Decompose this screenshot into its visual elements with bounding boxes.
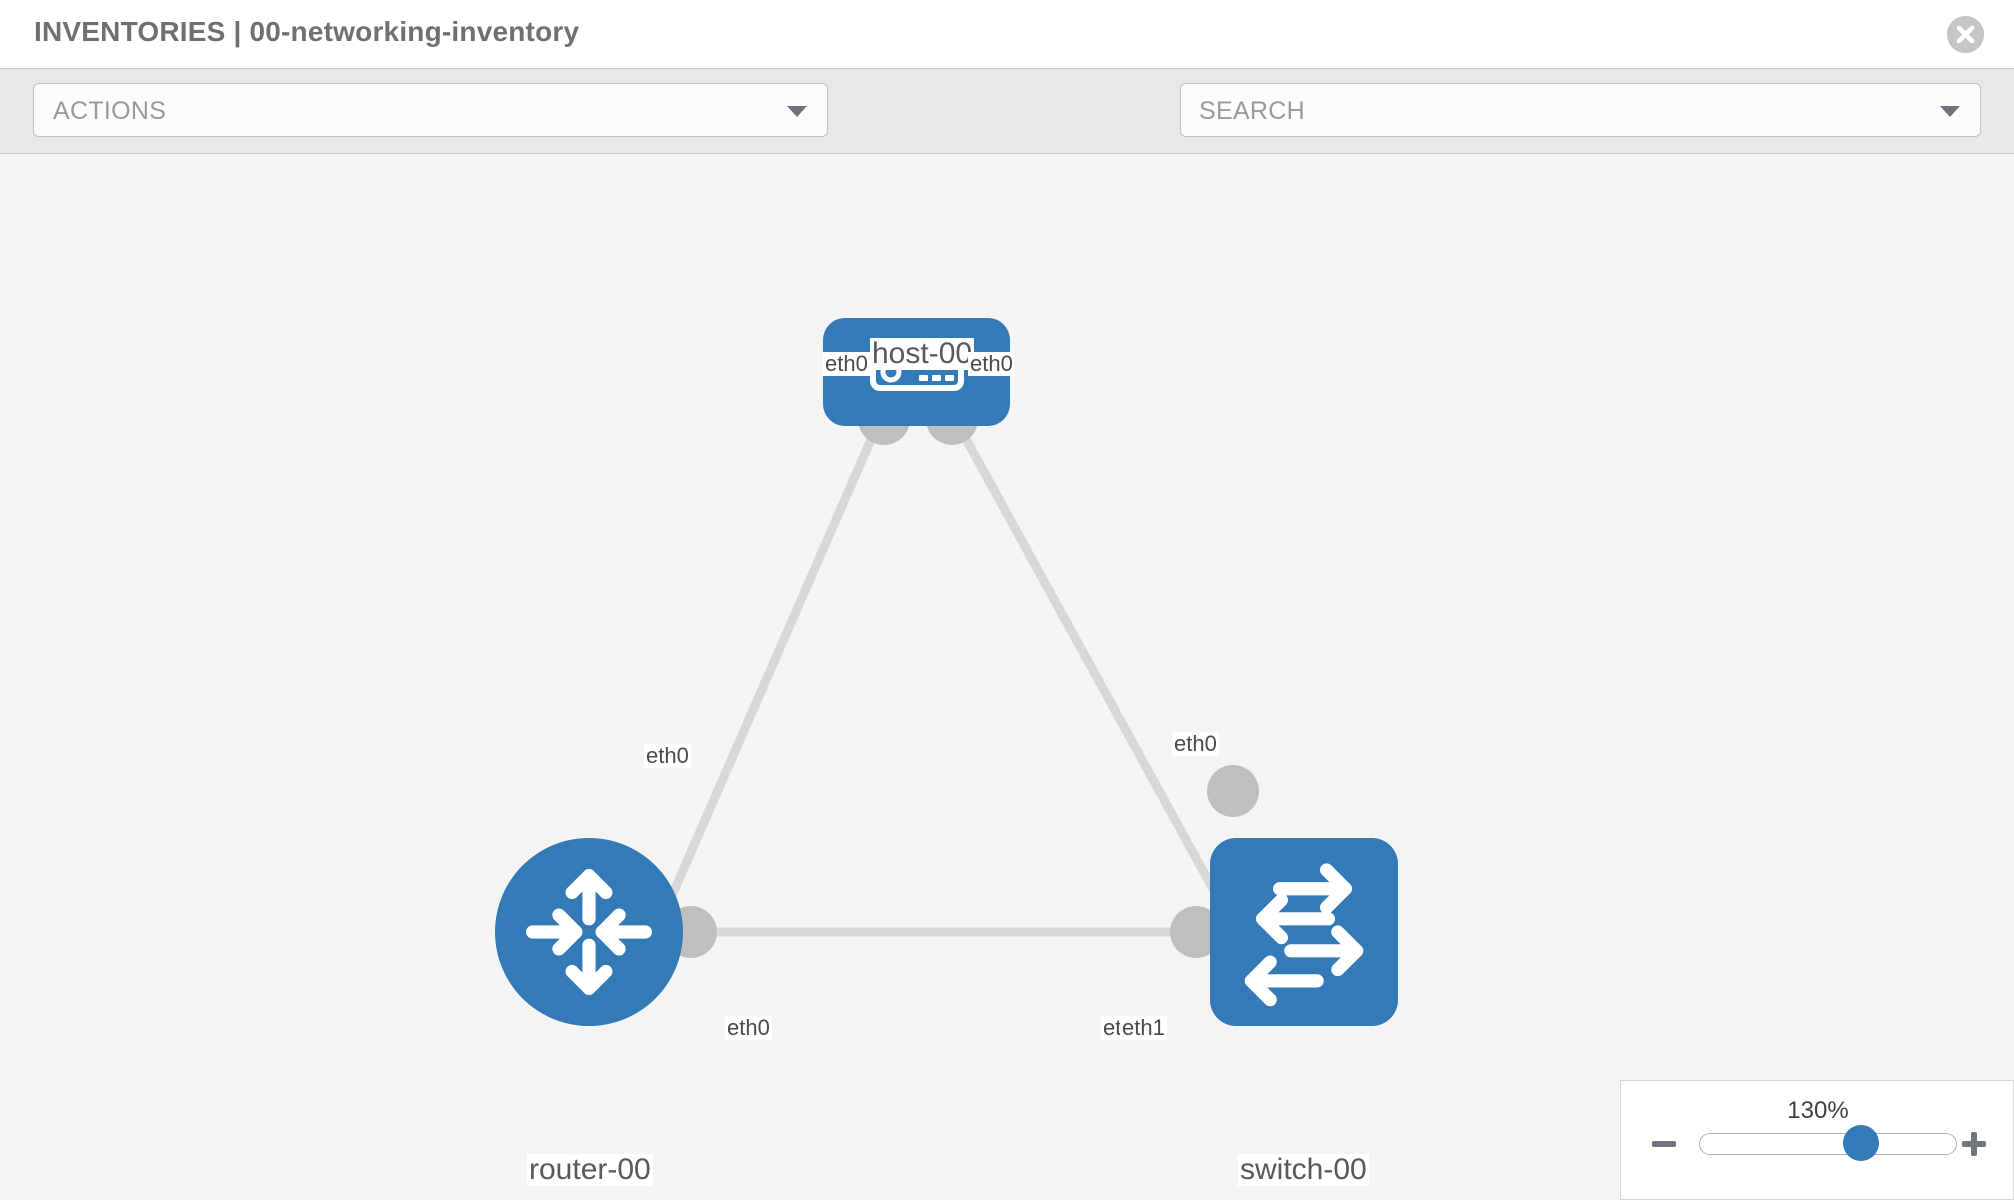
interface-label-host-right: eth0 (968, 351, 1015, 377)
actions-dropdown-label: ACTIONS (53, 97, 167, 125)
zoom-in-button[interactable] (1959, 1129, 1989, 1159)
topology-links (659, 393, 1259, 958)
zoom-slider-track[interactable] (1699, 1133, 1957, 1155)
link-host-router[interactable] (659, 417, 885, 916)
search-placeholder: SEARCH (1199, 97, 1305, 125)
topology-canvas[interactable]: eth0 host-00 eth0 eth0 eth0 eth0 eth0 et… (0, 154, 2014, 1200)
search-input[interactable]: SEARCH (1180, 83, 1981, 137)
actions-dropdown[interactable]: ACTIONS (33, 83, 828, 137)
interface-label-switch-eth1: eth1 (1120, 1015, 1167, 1041)
chevron-down-icon (787, 106, 807, 117)
endpoint-switch-left[interactable] (1170, 906, 1222, 958)
chevron-down-icon[interactable] (1940, 106, 1960, 117)
toolbar: ACTIONS SEARCH (0, 68, 2014, 194)
interface-label-router-uplink: eth0 (644, 743, 691, 769)
node-router-00[interactable] (495, 838, 683, 1026)
page-title: INVENTORIES | 00-networking-inventory (34, 16, 580, 47)
interface-label-host-left: eth0 (823, 351, 870, 377)
zoom-slider-thumb[interactable] (1843, 1125, 1879, 1161)
close-icon (1947, 16, 1984, 53)
switch-arrows-icon (1244, 863, 1364, 1007)
minus-icon (1652, 1141, 1676, 1147)
node-label-host-00: host-00 (870, 337, 975, 370)
node-label-switch-00: switch-00 (1238, 1153, 1369, 1186)
link-host-switch[interactable] (951, 416, 1239, 932)
node-label-router-00: router-00 (527, 1153, 653, 1186)
interface-label-switch-uplink: eth0 (1172, 731, 1219, 757)
close-button[interactable] (1947, 16, 1984, 53)
zoom-out-button[interactable] (1649, 1129, 1679, 1159)
interface-label-router-eth0: eth0 (725, 1015, 772, 1041)
node-switch-00[interactable] (1210, 838, 1398, 1026)
plus-icon (1962, 1132, 1986, 1156)
router-arrows-icon (526, 869, 652, 995)
zoom-level-value: 130% (1787, 1097, 1849, 1124)
page-header: INVENTORIES | 00-networking-inventory (0, 0, 2014, 68)
zoom-control-panel: 130% (1620, 1080, 2014, 1200)
endpoint-switch-top[interactable] (1207, 765, 1259, 817)
